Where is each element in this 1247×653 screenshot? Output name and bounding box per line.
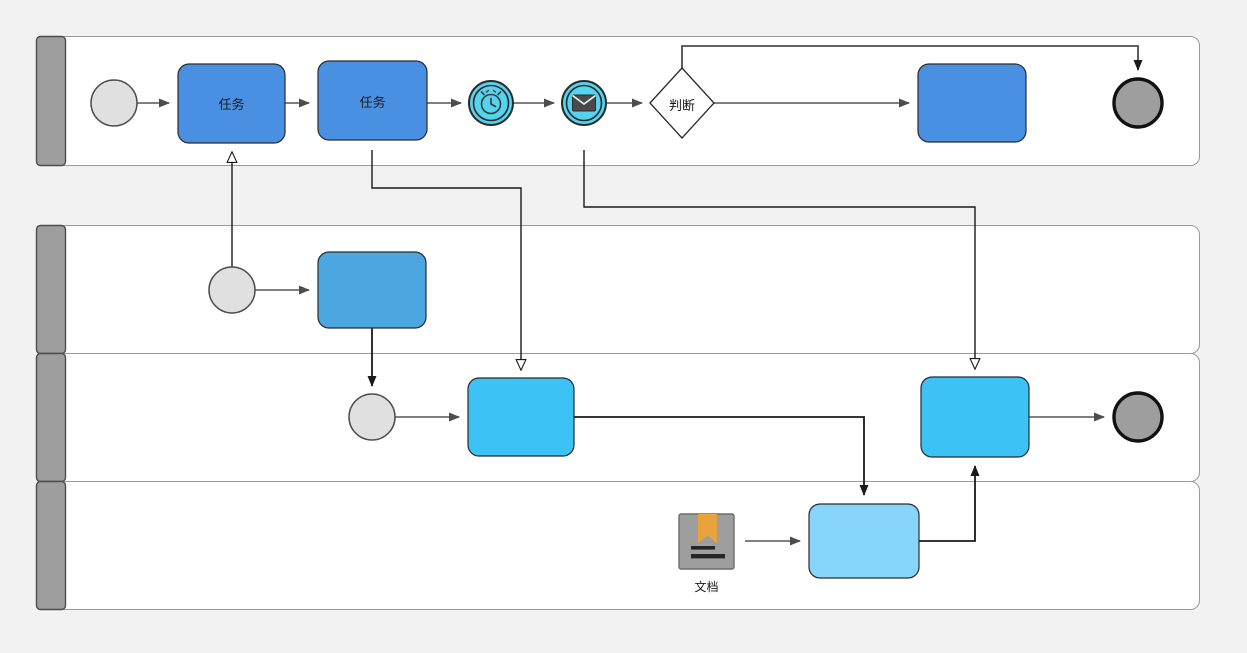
task-3[interactable] <box>917 63 1027 143</box>
lane-4[interactable] <box>35 480 1200 611</box>
task-2[interactable] <box>317 60 428 141</box>
end-event-2[interactable] <box>1112 391 1164 443</box>
timer-intermediate-event[interactable] <box>468 80 514 126</box>
sequence-flows-lower <box>255 285 1105 546</box>
task-5[interactable] <box>467 377 575 457</box>
message-flow-msgevent-to-task6[interactable] <box>583 150 975 369</box>
lane-4-body[interactable] <box>36 481 1200 610</box>
gateway-1[interactable] <box>649 67 715 139</box>
flow-gateway-to-end1[interactable] <box>681 45 1143 71</box>
task-4[interactable] <box>317 251 427 329</box>
start-event-2[interactable] <box>208 266 256 314</box>
start-event-1[interactable] <box>90 79 138 127</box>
task-1[interactable] <box>177 63 286 144</box>
message-flow-task2-to-task5[interactable] <box>371 150 521 370</box>
start-event-3[interactable] <box>348 393 396 441</box>
lane-4-header[interactable] <box>35 480 67 611</box>
flow-task7-to-task6[interactable] <box>919 465 980 542</box>
lane-1-header[interactable] <box>35 35 67 167</box>
document-line-1 <box>691 546 715 550</box>
task-7[interactable] <box>808 503 920 579</box>
document-1[interactable] <box>678 513 735 570</box>
message-flows <box>232 150 975 370</box>
document-line-2 <box>691 554 725 559</box>
timer-icon <box>480 89 502 115</box>
document-ribbon-icon <box>698 514 717 543</box>
sequence-flows-lane-1 <box>137 45 1143 108</box>
message-intermediate-event[interactable] <box>561 80 607 126</box>
task-6[interactable] <box>920 376 1030 458</box>
envelope-icon <box>572 94 596 112</box>
lane-2-header[interactable] <box>35 224 67 355</box>
flow-task5-to-task7[interactable] <box>574 416 869 496</box>
lane-3-header[interactable] <box>35 352 67 483</box>
end-event-1[interactable] <box>1112 77 1164 129</box>
